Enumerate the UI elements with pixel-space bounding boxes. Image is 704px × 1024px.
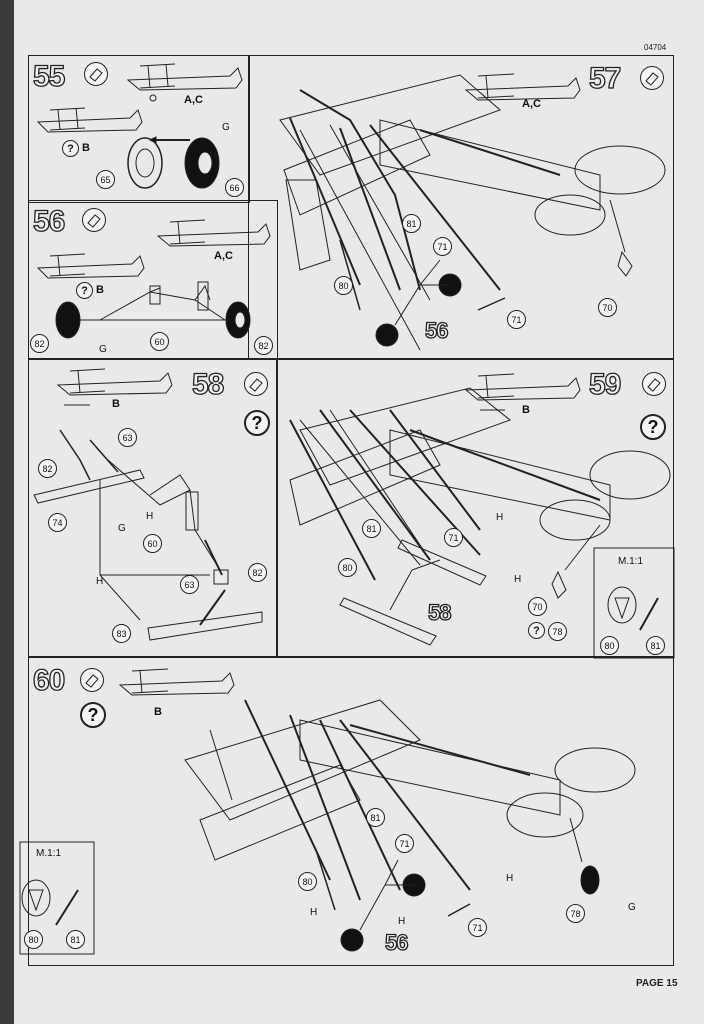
- part-callout: 63: [118, 428, 137, 447]
- part-callout: 71: [444, 528, 463, 547]
- part-callout: 66: [225, 178, 244, 197]
- part-callout: 81: [402, 214, 421, 233]
- variant-label: A,C: [184, 94, 203, 106]
- decal-mark: H: [96, 576, 104, 587]
- decal-mark: H: [398, 916, 406, 927]
- part-callout: 78: [566, 904, 585, 923]
- decal-mark: H: [496, 512, 504, 523]
- decal-mark: H: [310, 907, 318, 918]
- step-number-59: 59: [588, 367, 622, 401]
- part-callout: 80: [298, 872, 317, 891]
- aircraft-thumbnail-55-b: [36, 107, 143, 133]
- help-icon: ?: [62, 140, 79, 157]
- variant-label: B: [112, 398, 120, 410]
- step-number-55: 55: [32, 59, 66, 93]
- help-icon: ?: [528, 622, 545, 639]
- variant-label: B: [522, 404, 530, 416]
- step-number-56: 56: [32, 204, 66, 238]
- part-callout: 60: [143, 534, 162, 553]
- decal-mark: G: [222, 122, 230, 133]
- panel-step-55: [28, 55, 250, 203]
- sub-assembly-label: 56: [424, 317, 449, 343]
- help-icon: ?: [76, 282, 93, 299]
- help-icon: ?: [244, 410, 270, 436]
- part-callout: 81: [646, 636, 665, 655]
- panel-step-57: [248, 55, 674, 360]
- document-code: 04704: [644, 43, 667, 52]
- variant-label: B: [154, 706, 162, 718]
- step-number-57: 57: [588, 61, 622, 95]
- part-callout: 82: [38, 459, 57, 478]
- part-callout: 82: [30, 334, 49, 353]
- aircraft-thumbnail-55-ac: [126, 63, 243, 102]
- decal-mark: H: [506, 873, 514, 884]
- glue-icon: [82, 208, 106, 232]
- part-callout: 71: [468, 918, 487, 937]
- part-callout: 78: [548, 622, 567, 641]
- decal-mark: G: [99, 344, 107, 355]
- part-callout: 74: [48, 513, 67, 532]
- ski-74: [33, 469, 145, 504]
- page-number: PAGE 15: [636, 978, 678, 989]
- ski-83: [147, 611, 263, 641]
- variant-label: A,C: [522, 98, 541, 110]
- part-callout: 60: [150, 332, 169, 351]
- sub-assembly-label: 56: [384, 929, 409, 955]
- part-callout: 71: [395, 834, 414, 853]
- part-callout: 82: [254, 336, 273, 355]
- part-callout: 70: [528, 597, 547, 616]
- glue-icon: [84, 62, 108, 86]
- decal-mark: H: [514, 574, 522, 585]
- part-callout: 81: [66, 930, 85, 949]
- part-callout: 81: [362, 519, 381, 538]
- aircraft-assembly-59: [289, 387, 671, 566]
- part-callout: 71: [433, 237, 452, 256]
- part-callout: 83: [112, 624, 131, 643]
- decal-mark: G: [628, 902, 636, 913]
- scale-label: M.1:1: [618, 556, 644, 567]
- part-callout: 80: [600, 636, 619, 655]
- glue-icon: [244, 372, 268, 396]
- glue-icon: [642, 372, 666, 396]
- panel-step-59: [276, 358, 674, 658]
- help-icon: ?: [80, 702, 106, 728]
- step-number-58: 58: [191, 367, 225, 401]
- variant-label: A,C: [214, 250, 233, 262]
- panel-step-56: [28, 200, 278, 360]
- panel-step-58: [28, 358, 278, 658]
- step-number-60: 60: [32, 663, 66, 697]
- part-callout: 80: [334, 276, 353, 295]
- glue-icon: [80, 668, 104, 692]
- scale-label: M.1:1: [36, 848, 62, 859]
- glue-icon: [640, 66, 664, 90]
- part-callout: 82: [248, 563, 267, 582]
- variant-label: B: [96, 284, 104, 296]
- part-callout: 80: [24, 930, 43, 949]
- variant-label: B: [82, 142, 90, 154]
- part-callout: 81: [366, 808, 385, 827]
- decal-mark: G: [118, 523, 126, 534]
- decal-mark: H: [146, 511, 154, 522]
- panel-step-60: [28, 656, 674, 966]
- part-callout: 70: [598, 298, 617, 317]
- part-callout: 65: [96, 170, 115, 189]
- part-callout: 63: [180, 575, 199, 594]
- wheel-65: [127, 137, 163, 189]
- sub-assembly-label: 58: [427, 599, 452, 625]
- help-icon: ?: [640, 414, 666, 440]
- part-callout: 71: [507, 310, 526, 329]
- part-callout: 80: [338, 558, 357, 577]
